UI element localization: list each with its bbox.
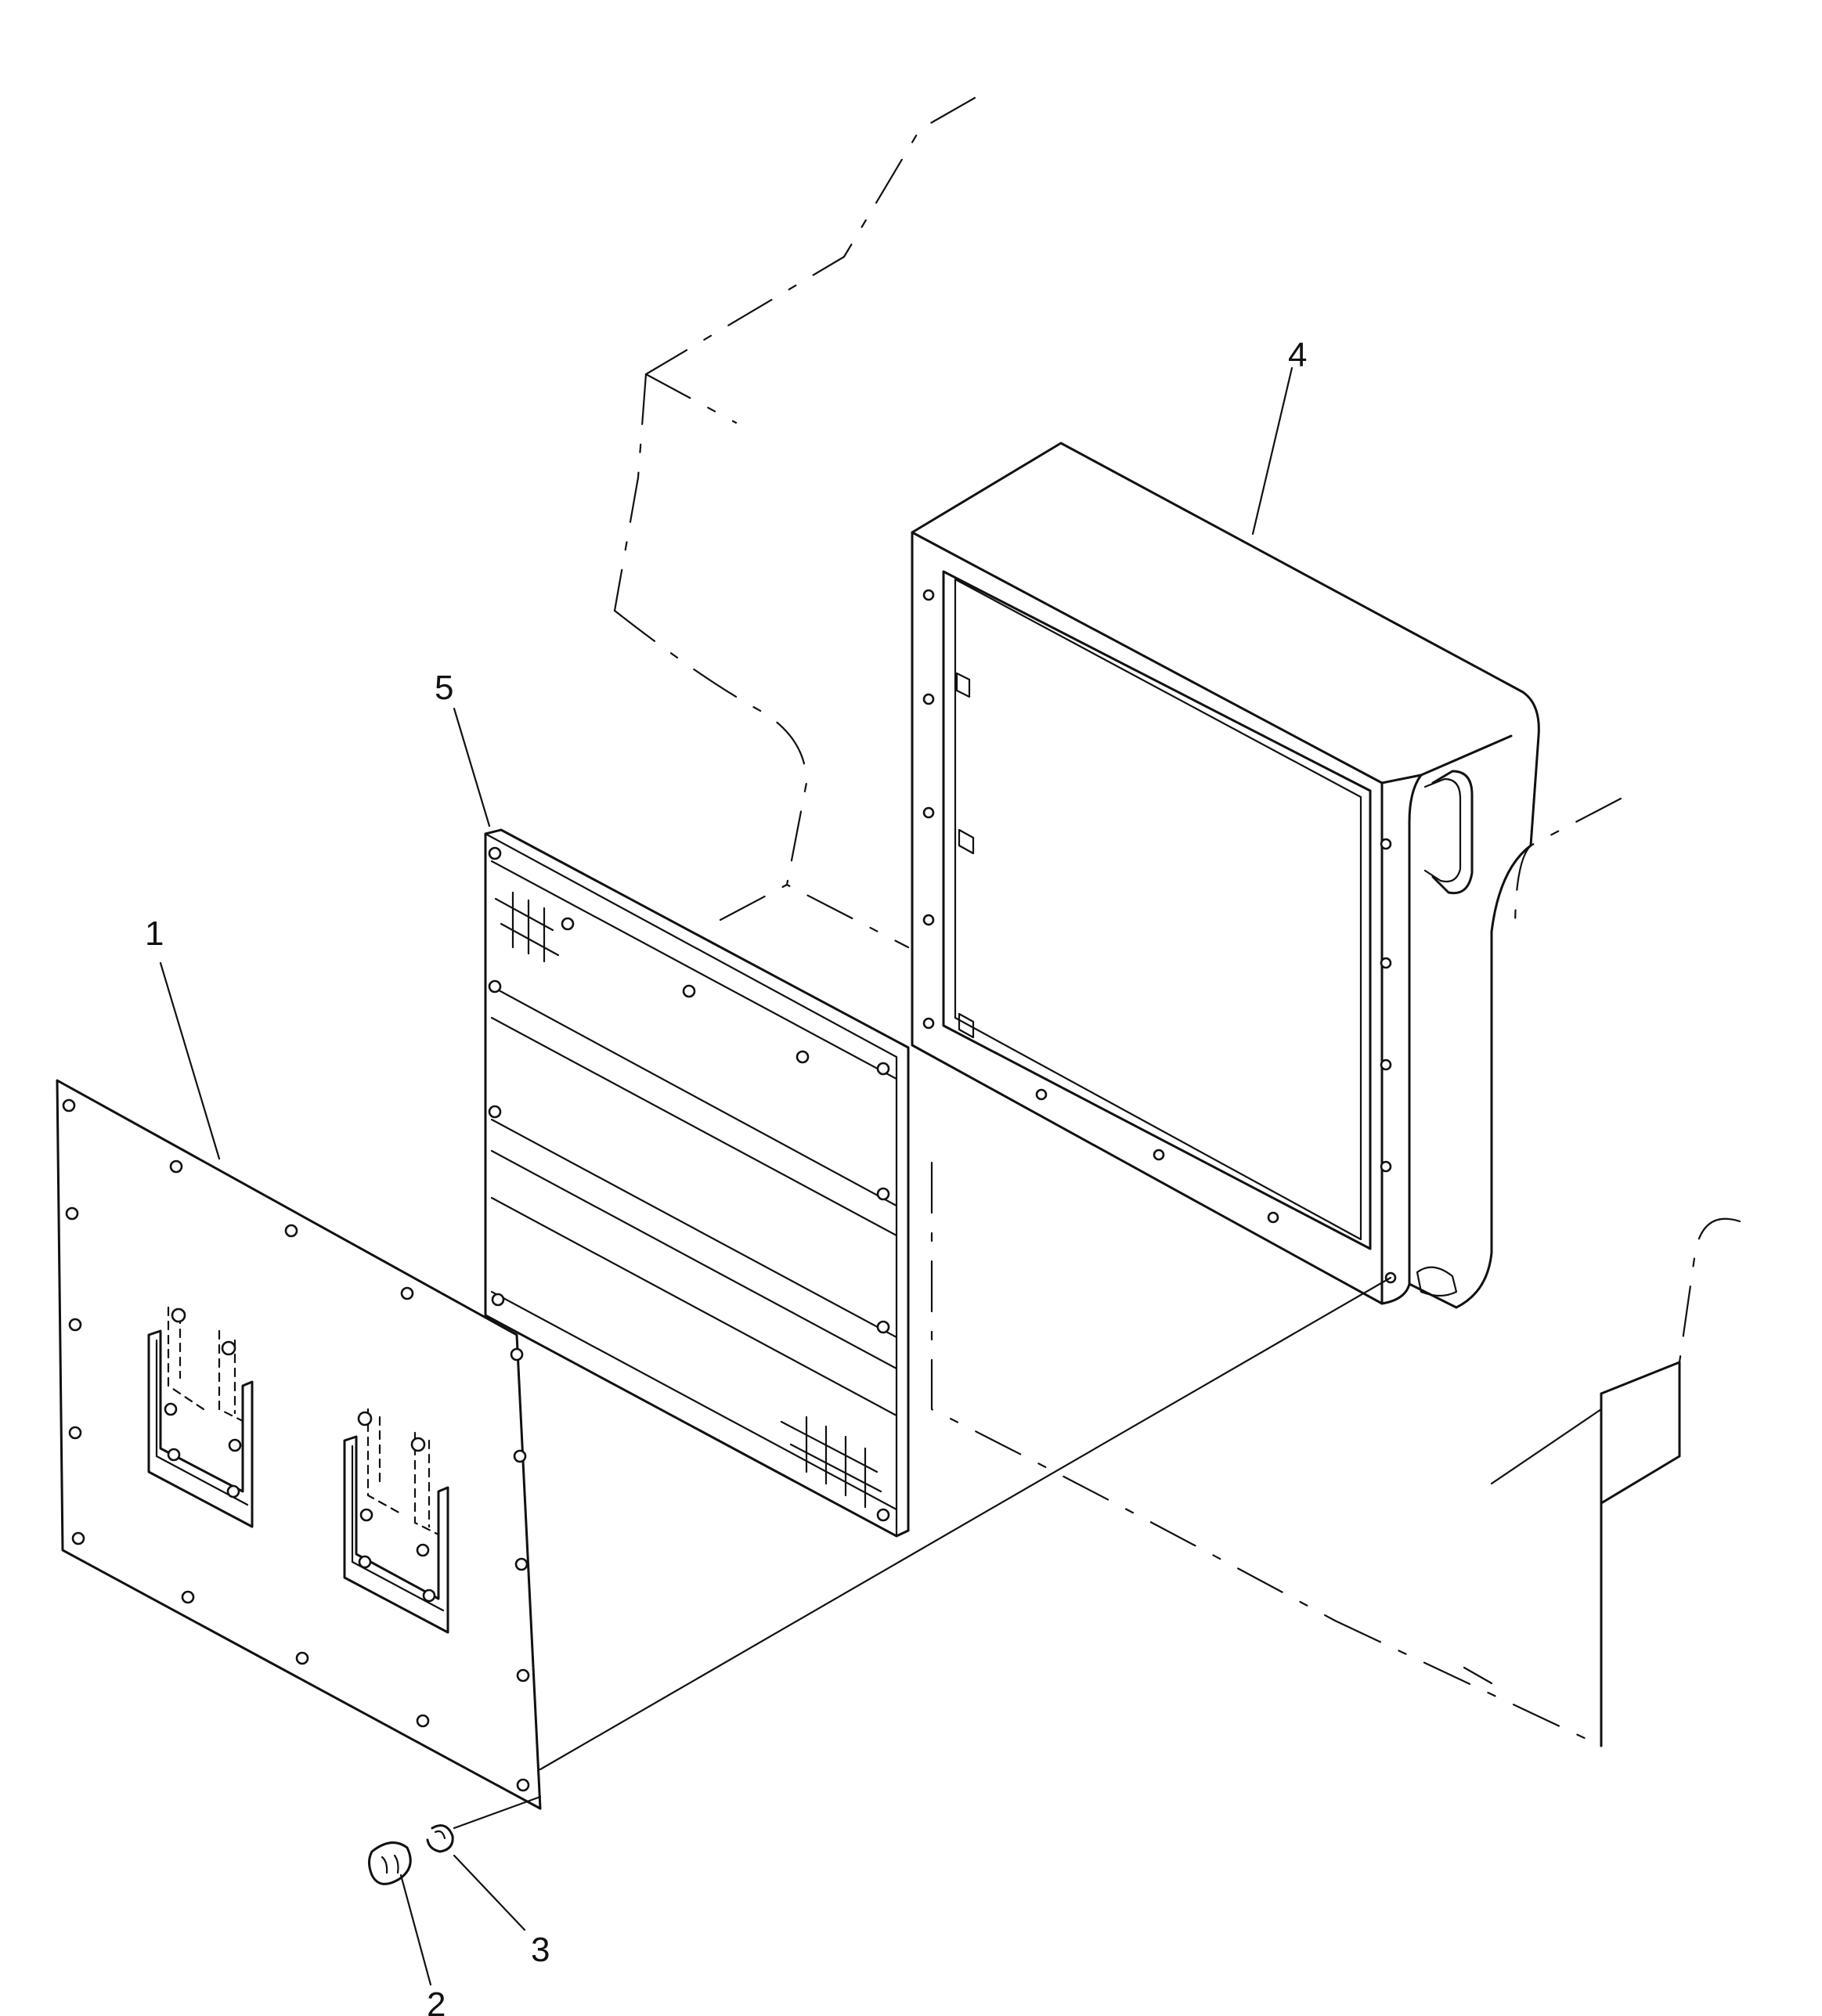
phantom-body-outline bbox=[613, 96, 1741, 1747]
leader-3 bbox=[453, 1854, 526, 1931]
leader-2 bbox=[399, 1874, 432, 1986]
leader-5 bbox=[453, 707, 491, 828]
assembly-lines bbox=[453, 1276, 1392, 1830]
callout-labels: 1 2 3 4 5 bbox=[145, 336, 1307, 2016]
leader-4 bbox=[1251, 366, 1293, 536]
callout-5: 5 bbox=[435, 669, 453, 707]
callout-1: 1 bbox=[145, 914, 164, 953]
callout-4: 4 bbox=[1288, 336, 1307, 374]
cover-plate bbox=[56, 1079, 542, 1810]
grille-panel bbox=[484, 828, 910, 1538]
callout-2: 2 bbox=[427, 1985, 446, 2016]
leader-1 bbox=[159, 961, 221, 1160]
bolt-and-washer bbox=[368, 1824, 454, 1885]
radiator-housing bbox=[911, 442, 1540, 1309]
callout-3: 3 bbox=[531, 1931, 550, 1969]
callout-leaders bbox=[159, 366, 1293, 1986]
